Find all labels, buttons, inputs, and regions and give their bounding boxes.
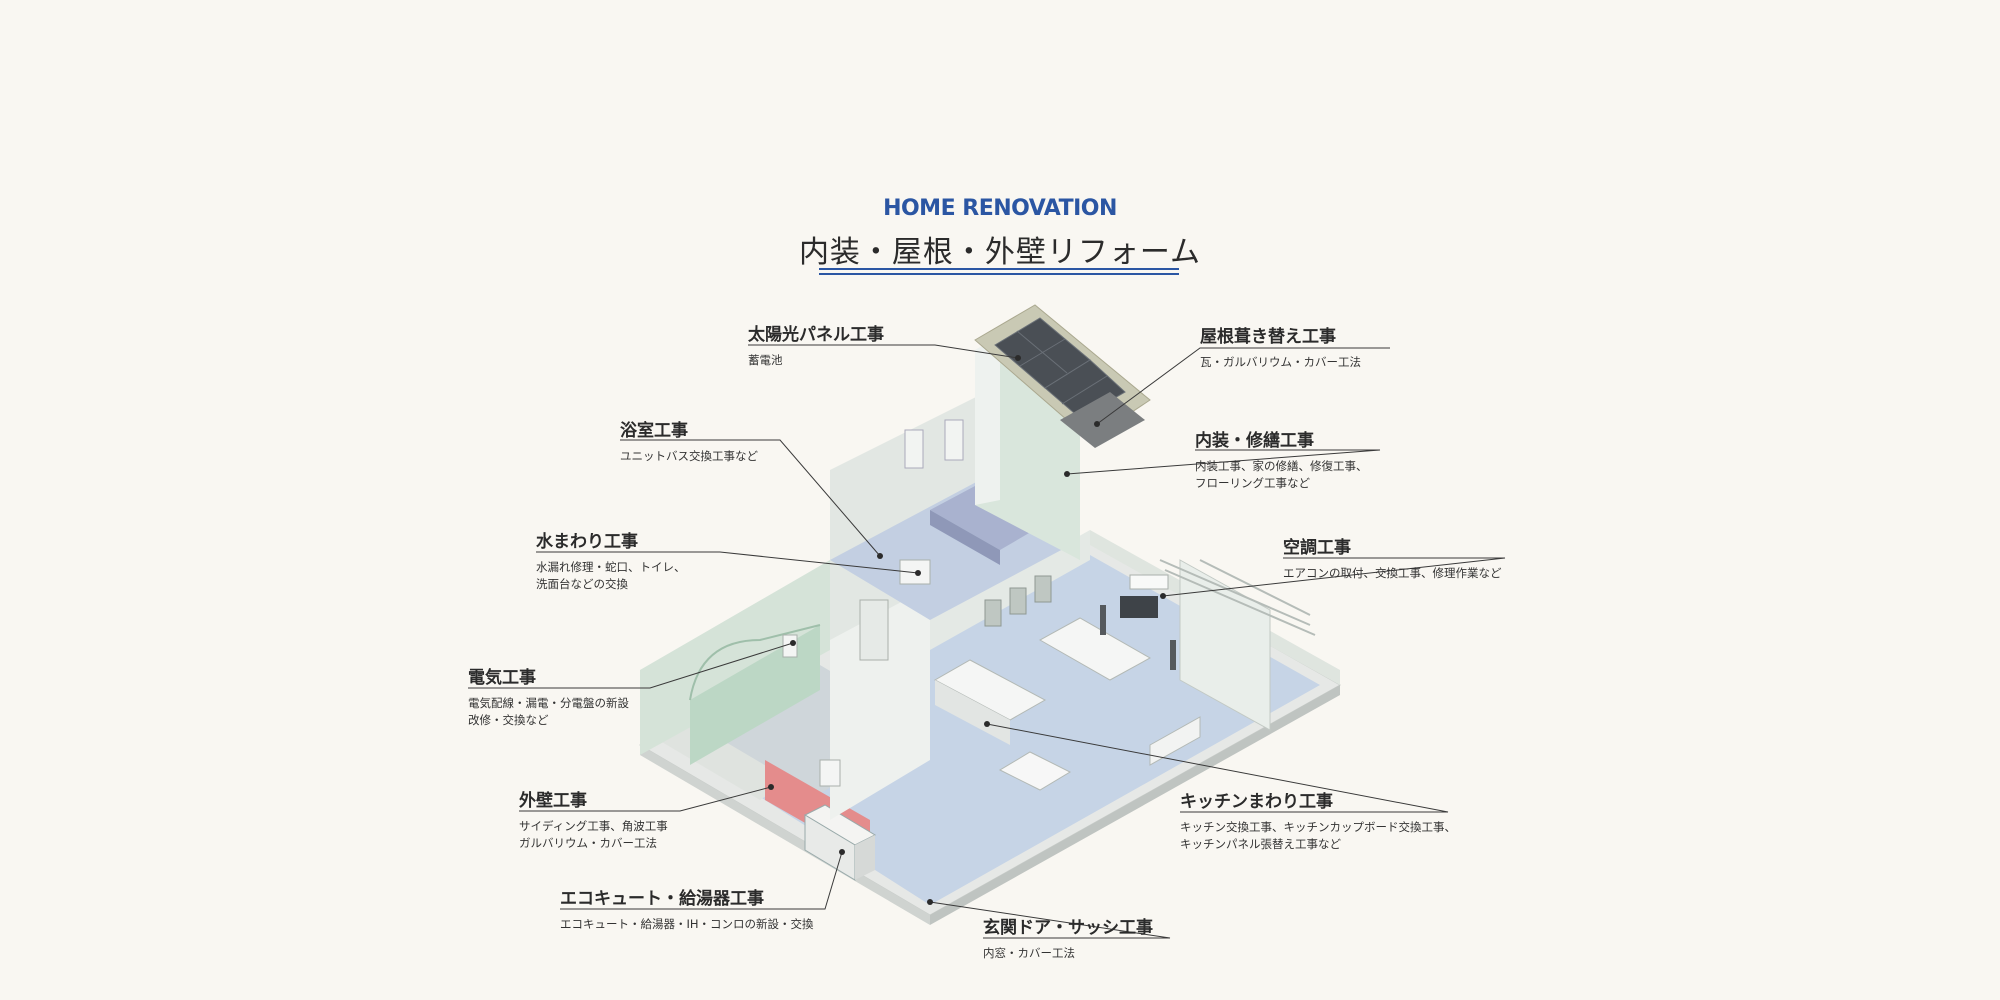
leader-dots xyxy=(768,355,1166,905)
callout-kitchen-title: キッチンまわり工事 xyxy=(1180,792,1333,812)
title-underline-top xyxy=(819,268,1179,270)
callout-interior-title: 内装・修繕工事 xyxy=(1195,431,1314,451)
callout-ecocute: エコキュート・給湯器工事 エコキュート・給湯器・IH・コンロの新設・交換 xyxy=(560,884,814,933)
english-title: HOME RENOVATION xyxy=(883,196,1117,221)
page-header: HOME RENOVATION 内装・屋根・外壁リフォーム xyxy=(0,196,2000,271)
wall-left-outer xyxy=(640,560,830,755)
pergola xyxy=(1159,559,1316,636)
callout-roof-sub-1: 瓦・ガルバリウム・カバー工法 xyxy=(1200,355,1361,369)
bedroom-window-1 xyxy=(904,429,924,469)
callout-door-title: 玄関ドア・サッシ工事 xyxy=(983,918,1153,938)
callout-bath-title: 浴室工事 xyxy=(620,421,688,441)
callout-electric-sub: 電気配線・漏電・分電盤の新設 改修・交換など xyxy=(468,695,629,729)
callout-solar-title: 太陽光パネル工事 xyxy=(748,325,884,345)
wall-right-window xyxy=(1179,559,1271,731)
callout-bath-sub: ユニットバス交換工事など xyxy=(620,448,758,465)
speaker-right xyxy=(1170,640,1176,670)
bed-front xyxy=(930,510,1000,565)
tower-front xyxy=(975,335,1000,505)
callout-water-sub-2: 洗面台などの交換 xyxy=(536,577,628,591)
callout-ecocute-title: エコキュート・給湯器工事 xyxy=(560,889,764,909)
callout-kitchen-sub: キッチン交換工事、キッチンカップボード交換工事、 キッチンパネル張替え工事など xyxy=(1180,819,1456,853)
callout-exterior-sub-2: ガルバリウム・カバー工法 xyxy=(519,836,657,850)
base-slab-edge xyxy=(640,745,930,925)
callout-roof-sub: 瓦・ガルバリウム・カバー工法 xyxy=(1200,354,1361,371)
ecocute-unit-side xyxy=(855,835,875,880)
callout-interior-sub-2: フローリング工事など xyxy=(1195,476,1310,490)
title-underline-bottom xyxy=(819,273,1179,275)
washing-machine xyxy=(819,759,841,787)
callout-solar-sub-1: 蓄電池 xyxy=(748,353,783,367)
callout-aircon: 空調工事 エアコンの取付、交換工事、修理作業など xyxy=(1283,533,1502,582)
wall-pictures xyxy=(984,575,1052,627)
callout-kitchen-sub-2: キッチンパネル張替え工事など xyxy=(1180,837,1341,851)
callout-exterior-sub-1: サイディング工事、角波工事 xyxy=(519,819,668,833)
sofa xyxy=(1038,617,1152,681)
sofa-right xyxy=(1149,716,1201,766)
callout-exterior-sub: サイディング工事、角波工事 ガルバリウム・カバー工法 xyxy=(519,818,668,852)
wall-left-green xyxy=(690,625,820,765)
leader-lines xyxy=(468,344,1506,939)
callout-water-sub-1: 水漏れ修理・蛇口、トイレ、 xyxy=(536,560,686,574)
callout-bath: 浴室工事 ユニットバス交換工事など xyxy=(620,416,758,465)
callout-exterior-title: 外壁工事 xyxy=(519,791,587,811)
callout-water-title: 水まわり工事 xyxy=(536,532,638,552)
callout-electric-title: 電気工事 xyxy=(468,668,536,688)
callout-water: 水まわり工事 水漏れ修理・蛇口、トイレ、 洗面台などの交換 xyxy=(536,527,686,593)
callout-aircon-sub-1: エアコンの取付、交換工事、修理作業など xyxy=(1283,566,1502,580)
callout-door-sub-1: 内窓・カバー工法 xyxy=(983,946,1075,960)
callout-electric-sub-1: 電気配線・漏電・分電盤の新設 xyxy=(468,696,629,710)
callout-interior: 内装・修繕工事 内装工事、家の修繕、修復工事、 フローリング工事など xyxy=(1195,426,1368,492)
callout-aircon-title: 空調工事 xyxy=(1283,538,1351,558)
aircon-unit xyxy=(1129,574,1169,590)
callout-electric-sub-2: 改修・交換など xyxy=(468,713,549,727)
callout-kitchen: キッチンまわり工事 キッチン交換工事、キッチンカップボード交換工事、 キッチンパ… xyxy=(1180,787,1456,853)
kitchen-counter-front xyxy=(935,680,1010,745)
callout-door: 玄関ドア・サッシ工事 内窓・カバー工法 xyxy=(983,913,1153,962)
entry-door xyxy=(859,599,889,661)
callout-solar-sub: 蓄電池 xyxy=(748,352,884,369)
callout-bath-sub-1: ユニットバス交換工事など xyxy=(620,449,758,463)
dining-table xyxy=(998,751,1072,791)
speaker-left xyxy=(1100,605,1106,635)
wall-arch xyxy=(689,624,821,701)
callout-roof: 屋根葺き替え工事 瓦・ガルバリウム・カバー工法 xyxy=(1200,322,1361,371)
callout-electric: 電気工事 電気配線・漏電・分電盤の新設 改修・交換など xyxy=(468,663,629,729)
callout-solar: 太陽光パネル工事 蓄電池 xyxy=(748,320,884,369)
callout-roof-title: 屋根葺き替え工事 xyxy=(1200,327,1336,347)
callout-water-sub: 水漏れ修理・蛇口、トイレ、 洗面台などの交換 xyxy=(536,559,686,593)
callout-kitchen-sub-1: キッチン交換工事、キッチンカップボード交換工事、 xyxy=(1180,820,1456,834)
callout-interior-sub-1: 内装工事、家の修繕、修復工事、 xyxy=(1195,459,1368,473)
callout-interior-sub: 内装工事、家の修繕、修復工事、 フローリング工事など xyxy=(1195,458,1368,492)
garden-area xyxy=(650,715,790,800)
callout-ecocute-sub: エコキュート・給湯器・IH・コンロの新設・交換 xyxy=(560,916,814,933)
callout-exterior: 外壁工事 サイディング工事、角波工事 ガルバリウム・カバー工法 xyxy=(519,786,668,852)
japanese-title: 内装・屋根・外壁リフォーム xyxy=(798,235,1202,270)
bedroom-window-2 xyxy=(944,419,964,461)
callout-ecocute-sub-1: エコキュート・給湯器・IH・コンロの新設・交換 xyxy=(560,917,814,931)
tv xyxy=(1120,596,1158,618)
base-slab-edge-right xyxy=(930,685,1340,925)
callout-door-sub: 内窓・カバー工法 xyxy=(983,945,1153,962)
callout-aircon-sub: エアコンの取付、交換工事、修理作業など xyxy=(1283,565,1502,582)
